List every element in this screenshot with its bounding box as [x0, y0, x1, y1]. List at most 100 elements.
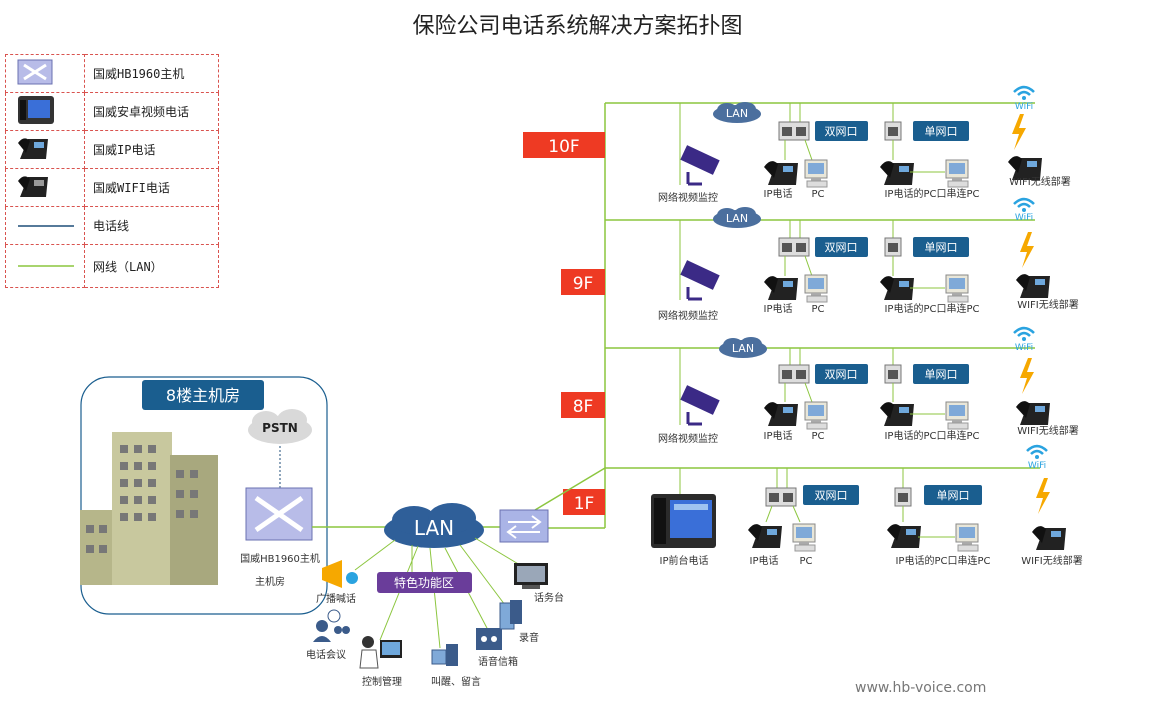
dual-port-icon: [778, 237, 810, 257]
wifi-phone-icon: [1016, 401, 1050, 425]
pc-icon: [804, 159, 828, 188]
conference-icon: [313, 609, 350, 642]
host-label: 国威HB1960主机: [240, 552, 320, 565]
voicemail-label: 语音信箱: [478, 655, 518, 668]
reception-phone-icon: [651, 494, 716, 548]
legend-label: 国威HB1960主机: [84, 54, 219, 93]
ip-phone-icon: [880, 276, 914, 300]
legend-label: 国威IP电话: [84, 130, 219, 169]
floor-lan-label: LAN: [732, 342, 754, 355]
single-port-icon: [884, 237, 902, 257]
wifi-label: WiFi: [1015, 213, 1033, 223]
pc-icon: [945, 274, 969, 303]
lan-line: [765, 505, 773, 523]
wifi-icon: [1025, 444, 1049, 461]
bolt-icon: [1020, 358, 1034, 394]
feature-zone-badge: [377, 572, 472, 593]
lan-line: [804, 255, 813, 277]
control-label: 控制管理: [362, 675, 402, 688]
pc-icon: [945, 159, 969, 188]
legend-row: 国威安卓视频电话: [5, 92, 219, 131]
wifi-label: WiFi: [1028, 461, 1046, 471]
pc-icon: [955, 523, 979, 552]
single-port-badge: [913, 121, 969, 141]
dual-port-badge: [815, 121, 868, 141]
dual-port-label: 双网口: [815, 489, 848, 502]
dual-port-badge: [803, 485, 859, 505]
serial-label: IP电话的PC口串连PC: [884, 187, 979, 200]
single-port-label: 单网口: [925, 241, 958, 254]
wifi-deploy-label: WIFI无线部署: [1017, 298, 1079, 311]
wifi-icon: [1012, 326, 1036, 343]
floor-name: 10F: [548, 137, 579, 157]
single-port-label: 单网口: [937, 489, 970, 502]
serial-label: IP电话的PC口串连PC: [884, 302, 979, 315]
bolt-icon: [1012, 114, 1026, 150]
legend-label: 电话线: [84, 206, 219, 245]
legend-label: 国威安卓视频电话: [84, 92, 219, 131]
machine-room-title: 8楼主机房: [166, 386, 240, 405]
pbx-icon: [17, 59, 53, 85]
pbx-host-icon: [245, 487, 313, 541]
pc-icon: [792, 523, 816, 552]
legend-row: 国威HB1960主机: [5, 54, 219, 93]
dual-port-badge: [815, 237, 868, 257]
wifi-icon: [1012, 197, 1036, 214]
recording-label: 录音: [519, 631, 539, 644]
legend-table: 国威HB1960主机 国威安卓视频电话 国威IP电话 国威WIFI电话 电话线 …: [5, 54, 219, 288]
floor-8f: LAN 8F 网络视频监控 双网口 单网口 IP电话 PC IP电话的PC口串连…: [561, 326, 1079, 445]
camera-label: 网络视频监控: [658, 309, 718, 322]
machine-room-badge: [142, 380, 264, 410]
legend-label: 国威WIFI电话: [84, 168, 219, 207]
lan-line: [474, 537, 521, 566]
legend-row: 国威IP电话: [5, 130, 219, 169]
recording-icon: [499, 600, 522, 630]
ip-phone-icon: [764, 276, 798, 300]
wifi-phone-icon: [1032, 526, 1066, 550]
lan-line: [534, 467, 606, 511]
lan-cloud-icon: [384, 503, 484, 548]
operator-console-icon: [514, 563, 548, 589]
dual-port-badge: [815, 364, 868, 384]
floor-badge: [561, 269, 605, 295]
ip-phone-label: IP电话: [764, 302, 793, 315]
wifi-deploy-label: WIFI无线部署: [1017, 424, 1079, 437]
ip-phone-icon: [764, 402, 798, 426]
dual-port-label: 双网口: [825, 368, 858, 381]
single-port-badge: [913, 364, 969, 384]
bolt-icon: [1020, 232, 1034, 268]
floor-10f: LAN 10F 网络视频监控 双网口 单网口 IP电话 PC IP电话的PC口串…: [523, 85, 1071, 204]
ip-phone-label: IP电话: [750, 554, 779, 567]
floor-lan-label: LAN: [726, 212, 748, 225]
pc-icon: [945, 401, 969, 430]
camera-label: 网络视频监控: [658, 432, 718, 445]
dual-port-label: 双网口: [825, 241, 858, 254]
diagram-title: 保险公司电话系统解决方案拓扑图: [412, 14, 743, 39]
ip-phone-icon: [764, 161, 798, 185]
wifi-deploy-label: WIFI无线部署: [1009, 175, 1071, 188]
serial-label: IP电话的PC口串连PC: [884, 429, 979, 442]
ip-phone-icon: [887, 524, 921, 548]
wifi-phone-icon: [1016, 274, 1050, 298]
center-lan-label: LAN: [414, 516, 454, 540]
operator-label: 话务台: [534, 591, 564, 604]
lan-line: [354, 539, 396, 571]
wifi-deploy-label: WIFI无线部署: [1021, 554, 1083, 567]
legend-label: 网线（LAN）: [84, 244, 219, 288]
ip-phone-icon: [748, 524, 782, 548]
single-port-badge: [913, 237, 969, 257]
legend-row: 电话线: [5, 206, 219, 245]
camera-icon: [678, 383, 722, 426]
ip-phone-label: IP电话: [764, 429, 793, 442]
wakeup-label: 叫醒、留言: [431, 675, 481, 688]
legend-row: 国威WIFI电话: [5, 168, 219, 207]
dual-port-label: 双网口: [825, 125, 858, 138]
lan-line: [459, 544, 506, 606]
wifi-label: WiFi: [1015, 102, 1033, 112]
reception-label: IP前台电话: [660, 554, 709, 567]
single-port-badge: [924, 485, 982, 505]
lan-line-icon: [18, 265, 74, 267]
website-label: www.hb-voice.com: [855, 680, 987, 696]
control-icon: [359, 636, 402, 669]
